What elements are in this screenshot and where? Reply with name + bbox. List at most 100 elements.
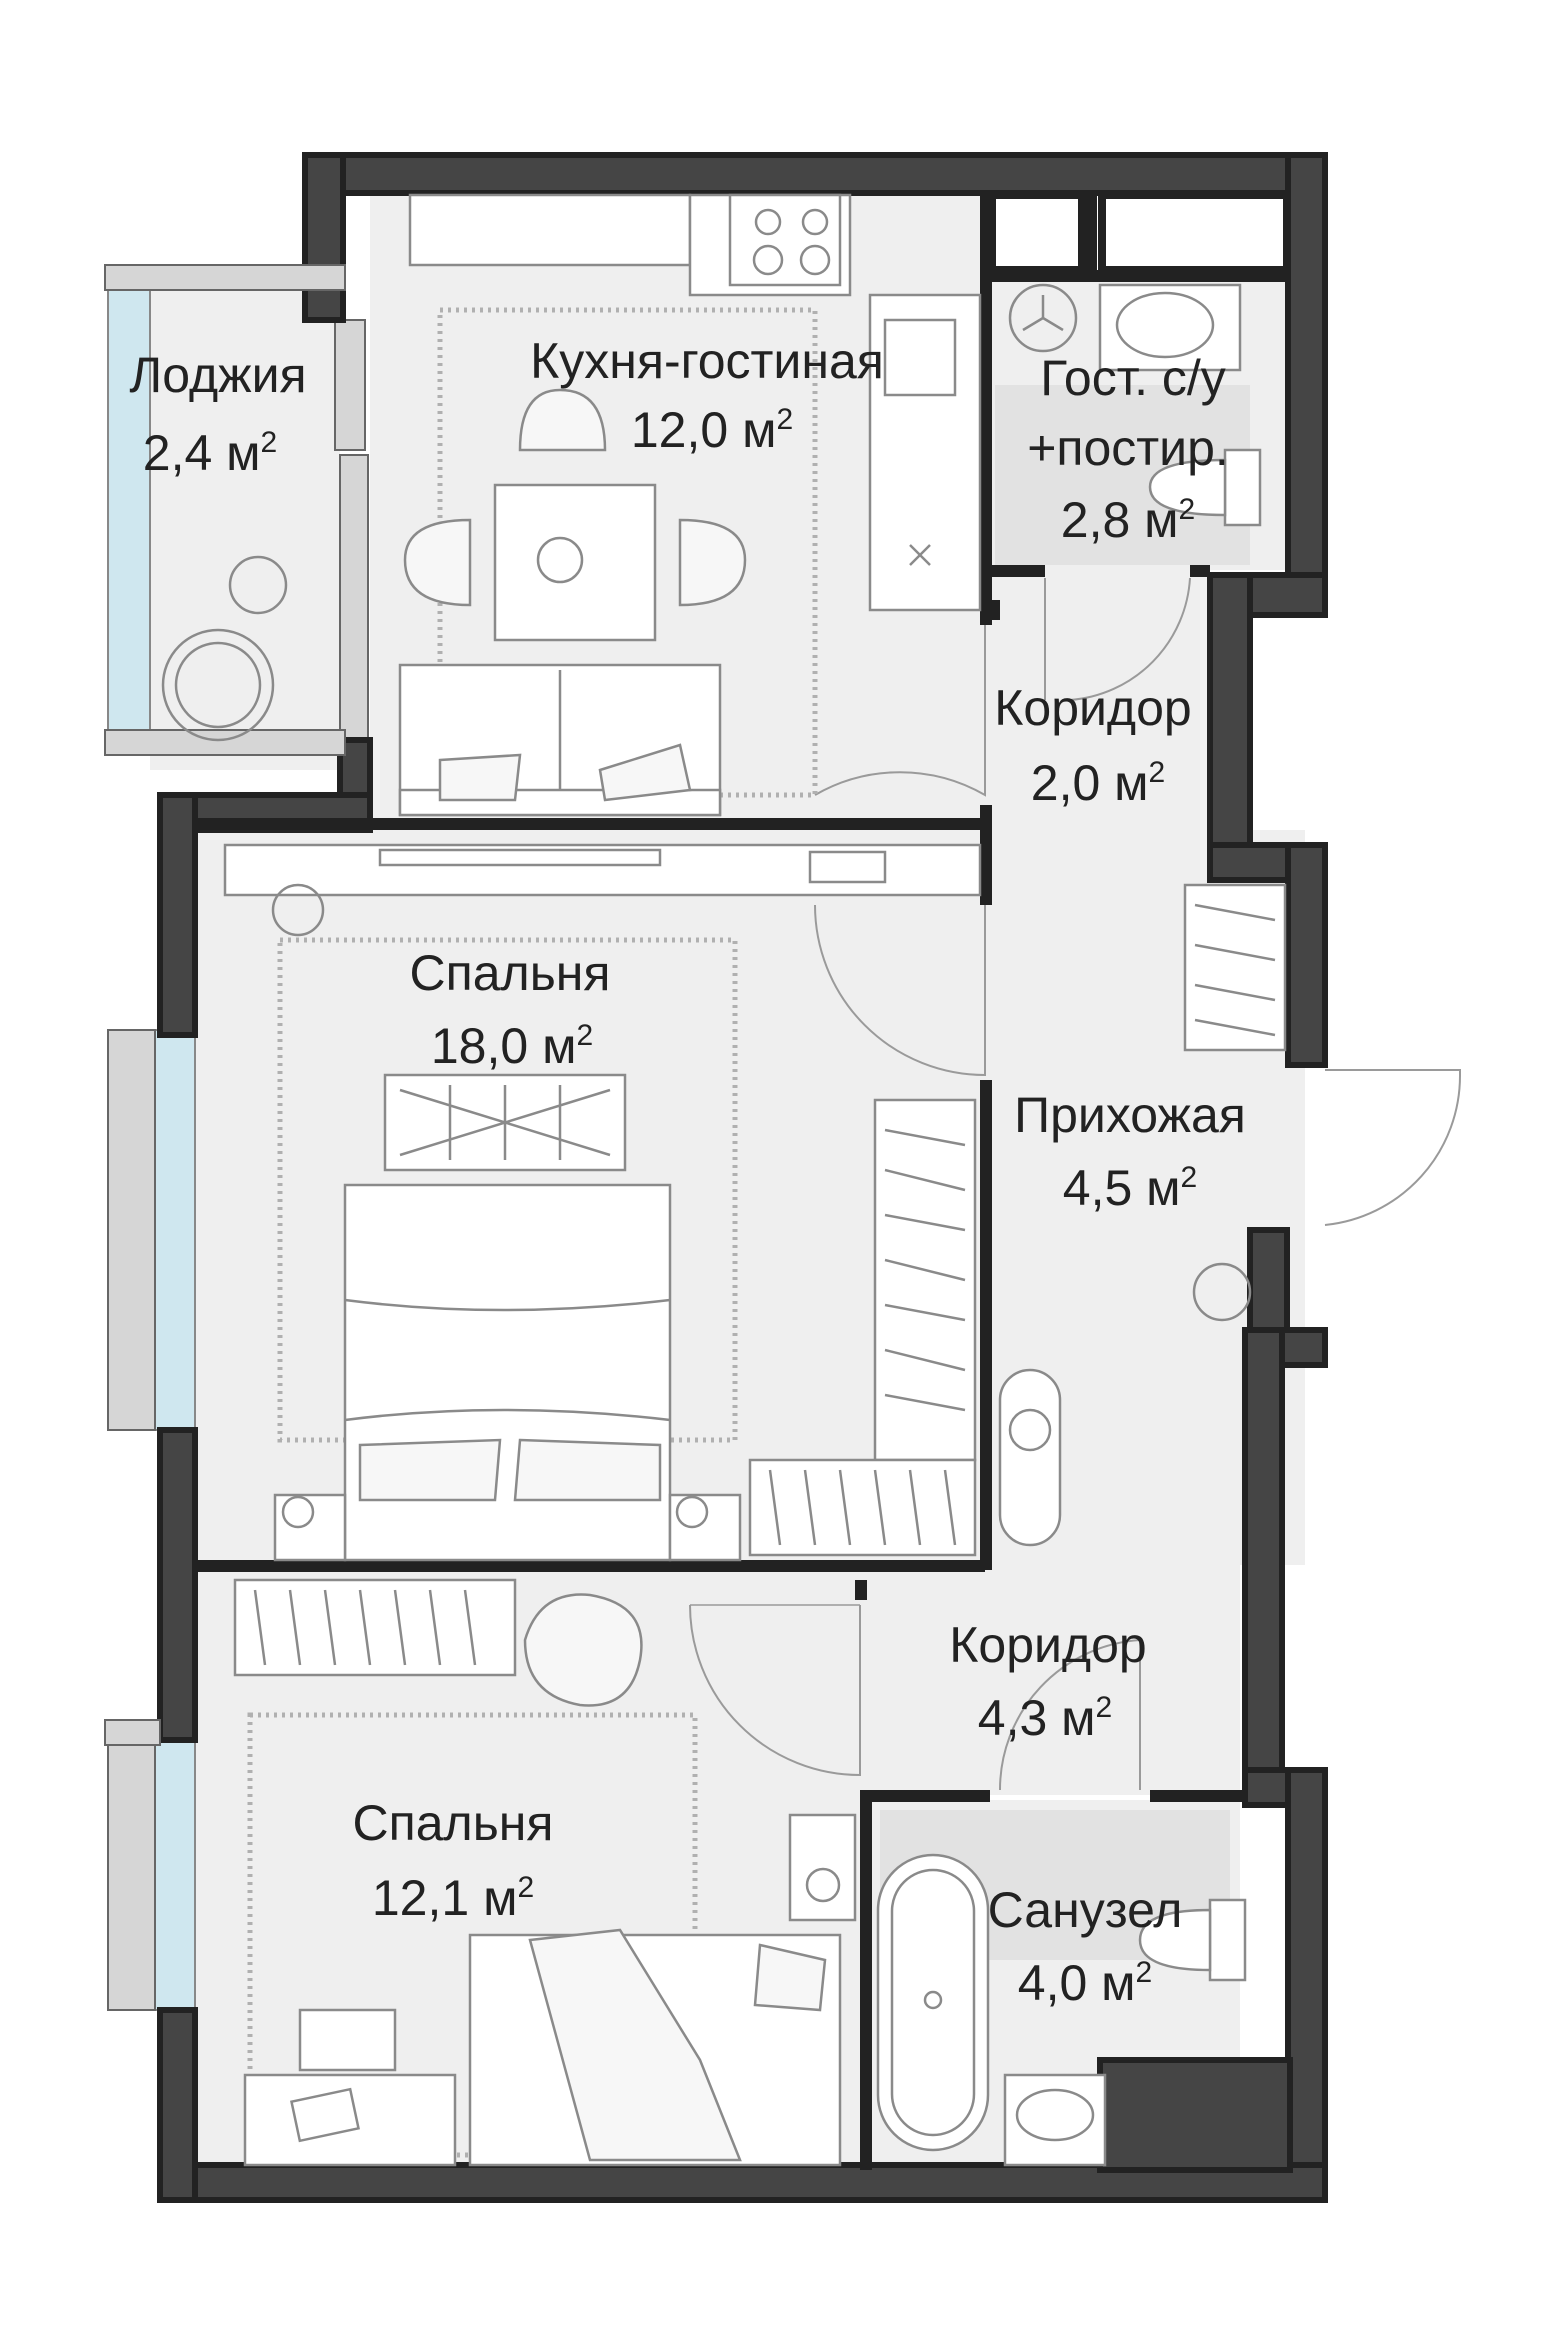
kitchen-corner-stub	[980, 600, 1000, 620]
bathroom-area-value: 4,0 м	[1018, 1955, 1136, 2011]
floor-lamp-bedroom	[271, 883, 325, 937]
nightstand-left	[273, 1493, 347, 1562]
chair-top	[518, 388, 607, 452]
wall-bedroom-small-top	[855, 1580, 867, 1600]
guest-wc-name-line2: +постир.	[1027, 420, 1229, 476]
hallway-area-exp: 2	[1181, 1161, 1198, 1194]
hallway-wardrobe	[1183, 883, 1287, 1052]
door-bedroom-large	[814, 904, 986, 1077]
desk-chair	[298, 2008, 397, 2072]
loggia-area: 2,4 м2	[143, 425, 277, 481]
doors	[689, 577, 1462, 1791]
loggia-area-exp: 2	[261, 426, 278, 459]
wall-kitchen-corridor	[980, 195, 992, 625]
guest-wc-area: 2,8 м2	[1061, 492, 1195, 548]
kitchen-area: 12,0 м2	[631, 402, 793, 458]
loggia-area-value: 2,4 м	[143, 425, 261, 481]
wc-toilet-bowl	[1148, 458, 1227, 517]
corridor-top-area: 2,0 м2	[1031, 755, 1165, 811]
wall-top	[337, 152, 1328, 196]
hallway-plant	[1008, 1408, 1052, 1452]
desk-laptop	[290, 2087, 360, 2143]
corridor-top-name: Коридор	[994, 680, 1191, 736]
wall-bedroom-corridor	[195, 1560, 985, 1572]
bedroom-large-window-sill	[107, 1029, 156, 1431]
wardrobe-hangers-v	[884, 1128, 966, 1412]
bedroom-small-area: 12,1 м2	[372, 1870, 534, 1926]
dishwasher-cross-b	[909, 544, 931, 566]
hallway-furniture	[998, 883, 1287, 1547]
bedroom-large-area: 18,0 м2	[431, 1018, 593, 1074]
bathroom-furniture	[876, 1853, 1247, 2167]
sofa-pillow-right	[598, 743, 692, 802]
bathroom-area-exp: 2	[1136, 1956, 1153, 1989]
hallway-bench	[998, 1368, 1062, 1547]
bath-toilet-bowl	[1138, 1908, 1212, 1972]
door-bathroom	[998, 1638, 1141, 1791]
door-kitchen	[814, 625, 986, 797]
table-plate	[536, 536, 584, 584]
wall-bath-top-right	[1150, 1790, 1245, 1802]
stove-burner-4	[799, 244, 831, 276]
loggia-left-cap	[104, 1719, 161, 1746]
kitchen-area-value: 12,0 м	[631, 402, 777, 458]
wall-right-mid	[1207, 572, 1253, 878]
loggia-chair-inner	[174, 641, 262, 729]
windows	[107, 289, 369, 2011]
hallway-wardrobe-hangers	[1194, 903, 1276, 1037]
loggia-glazing	[107, 289, 151, 731]
bed	[343, 1183, 672, 1562]
bathtub-inner	[890, 1868, 976, 2137]
wall-shaft-divider	[1085, 193, 1097, 273]
wardrobe-small	[233, 1578, 517, 1677]
bedroom-large-area-value: 18,0 м	[431, 1018, 577, 1074]
kitchen-name: Кухня-гостиная	[530, 333, 884, 389]
bed-small-pillow	[753, 1943, 827, 2012]
wall-left-upper	[157, 792, 198, 1038]
corridor-bottom-area: 4,3 м2	[978, 1690, 1112, 1746]
bedroom-large-area-exp: 2	[576, 1019, 593, 1052]
loggia-top-cap	[104, 264, 346, 291]
wardrobe-vertical	[873, 1098, 977, 1462]
washer	[1008, 283, 1078, 353]
shaft-right	[1098, 191, 1291, 274]
corridor-top-area-exp: 2	[1149, 756, 1166, 789]
bedroom-small-window-sill	[107, 1739, 156, 2011]
bath-basin	[1015, 2088, 1095, 2142]
kitchen-furniture	[398, 193, 982, 817]
walls	[104, 152, 1328, 2203]
side-table-lamp	[805, 1867, 841, 1903]
kitchen-sink	[883, 318, 957, 397]
wall-left-loggia-top	[302, 152, 346, 323]
sofa-pillow-left	[438, 753, 522, 802]
wardrobe-horizontal	[748, 1458, 977, 1557]
hallway-name: Прихожая	[1014, 1087, 1246, 1143]
guest-wc-furniture	[1008, 283, 1262, 527]
chair-left	[403, 518, 472, 607]
wall-right-top	[1285, 152, 1328, 578]
hallway-area-value: 4,5 м	[1063, 1160, 1181, 1216]
bedroom-small-area-exp: 2	[517, 1871, 534, 1904]
side-table-small	[788, 1813, 857, 1922]
hallway-area: 4,5 м2	[1063, 1160, 1197, 1216]
bedroom-small-furniture	[233, 1578, 857, 2167]
room-labels: Лоджия 2,4 м2 Кухня-гостиная 12,0 м2 Гос…	[129, 333, 1245, 2011]
loggia-bottom-cap	[104, 729, 346, 756]
wardrobe-small-hangers	[253, 1589, 477, 1666]
wall-kitchen-bedroom	[195, 818, 985, 830]
wall-bedroom-hallway	[980, 1080, 992, 1570]
shafts	[988, 191, 1291, 274]
kitchen-counter-top	[408, 193, 692, 267]
bedroom-large-name: Спальня	[410, 945, 611, 1001]
bathroom-name: Санузел	[988, 1882, 1183, 1938]
loggia-floor	[150, 290, 340, 770]
bed-pillow-right	[513, 1438, 662, 1502]
loggia-side-table	[228, 555, 288, 615]
wc-toilet-tank	[1223, 448, 1262, 527]
bathroom-area: 4,0 м2	[1018, 1955, 1152, 2011]
bench-pattern	[399, 1085, 611, 1160]
wall-bath-left	[860, 1790, 872, 2170]
loggia-door-frame	[334, 319, 366, 451]
bedroom-large-furniture	[223, 843, 982, 1562]
loggia-furniture	[161, 555, 288, 742]
